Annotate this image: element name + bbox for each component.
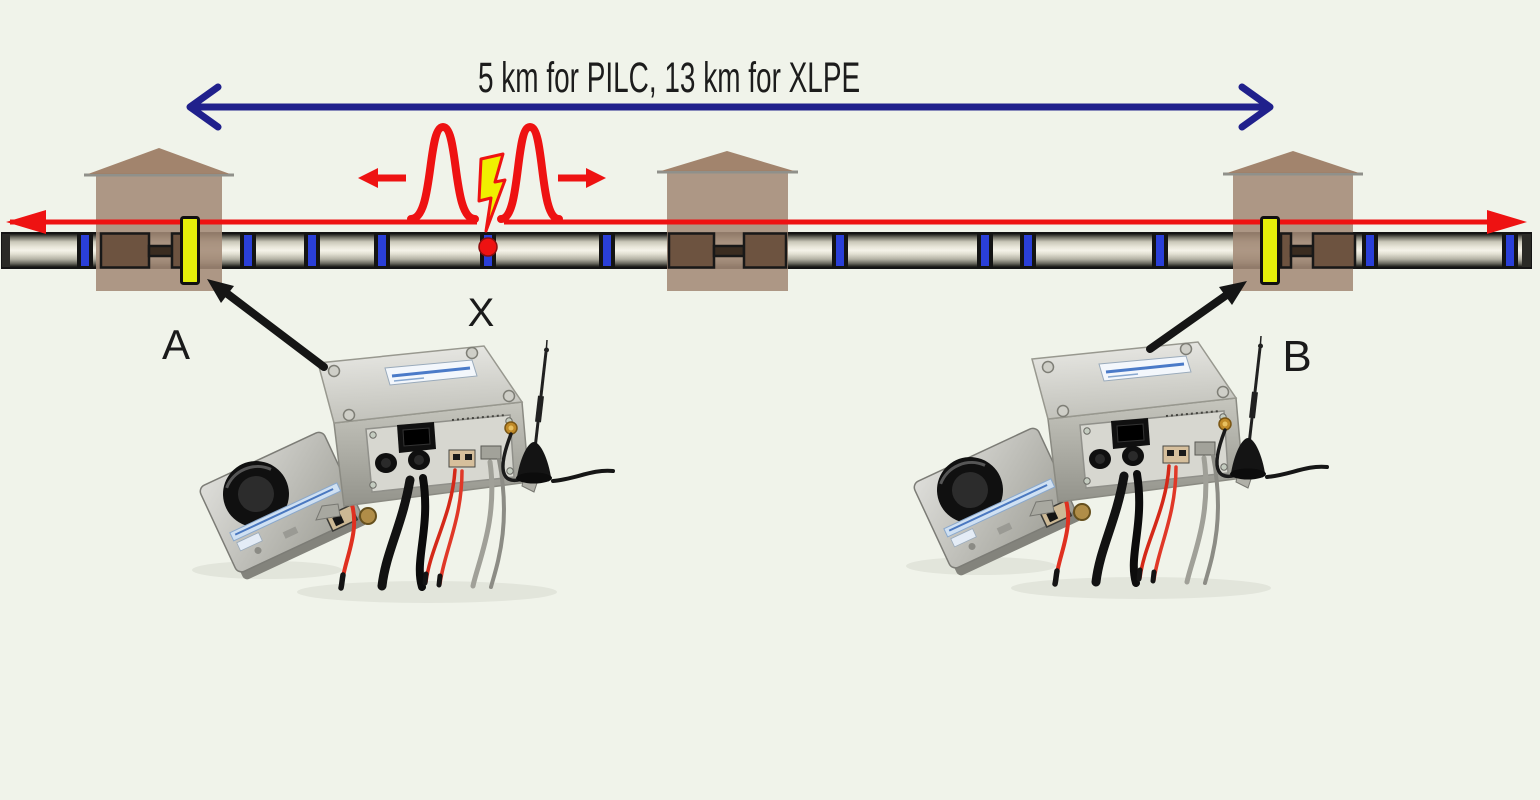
fault-dot: [478, 237, 498, 257]
substation-right: [1223, 151, 1363, 291]
roof: [88, 148, 230, 174]
label-fault-x: X: [467, 291, 495, 335]
pulse-direction-right-arrow: [558, 168, 606, 188]
cable-joint: [77, 234, 93, 267]
roof: [1227, 151, 1359, 173]
pointer-arrow-a: [207, 279, 328, 371]
cable-joint: [1152, 234, 1168, 267]
in-house-terminations: [99, 232, 1357, 269]
cable-joint: [1502, 234, 1518, 267]
cable-end-cap: [2, 234, 10, 267]
label-sensor-a: A: [161, 321, 191, 368]
cable-joint: [1362, 234, 1378, 267]
roof: [661, 151, 794, 171]
pd-pulse-right: [497, 122, 563, 223]
cable-joint: [374, 234, 390, 267]
distance-title: 5 km for PILC, 13 km for XLPE: [478, 54, 861, 102]
cable-joint: [832, 234, 848, 267]
sensor-a: [180, 216, 200, 285]
distance-arrow: [186, 83, 1274, 131]
pointer-arrow-b: [1146, 281, 1247, 353]
cable-joint: [304, 234, 320, 267]
lightning-bolt-icon: [477, 152, 507, 233]
cable-joint: [1020, 234, 1036, 267]
substation-middle: [657, 151, 798, 291]
pd-monitor-unit-left: [192, 340, 613, 603]
cable-joint: [977, 234, 993, 267]
wave-arrowhead-left: [6, 210, 46, 234]
label-sensor-b: B: [1282, 332, 1312, 381]
cable-end-cap: [1522, 234, 1531, 267]
pulse-direction-left-arrow: [358, 168, 406, 188]
pd-monitor-unit-right: [906, 336, 1327, 599]
cable-joint: [599, 234, 615, 267]
wave-arrowhead-right: [1487, 210, 1527, 234]
cable-joint: [240, 234, 256, 267]
sensor-b: [1260, 216, 1280, 285]
pd-pulse-left: [407, 122, 479, 223]
